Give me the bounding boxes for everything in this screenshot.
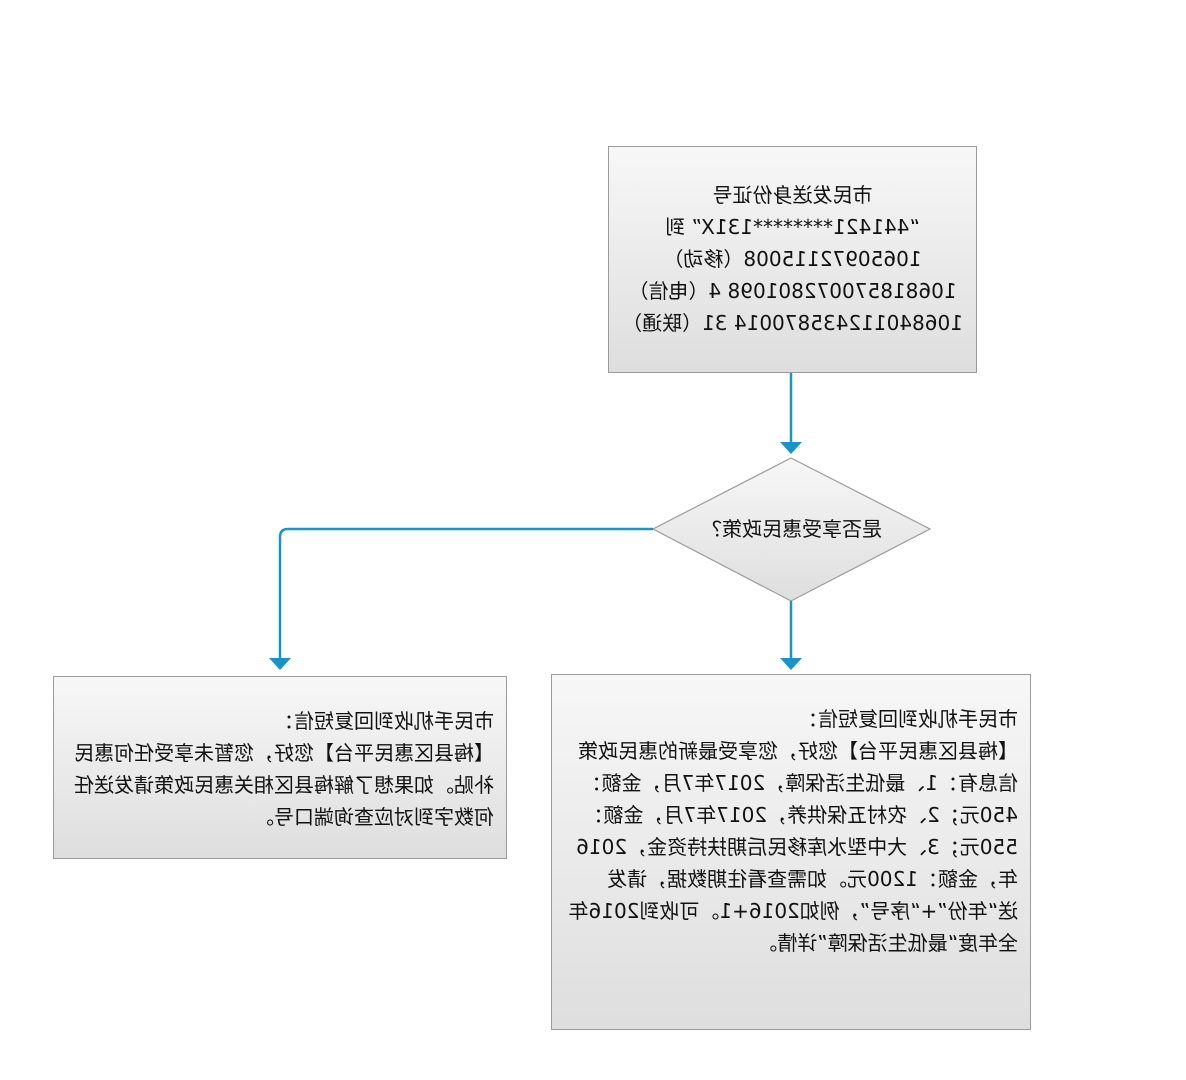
no-reply-intro: 市民手机收到回复短信： — [274, 709, 494, 733]
start-line: 10650972115008（移动） — [663, 247, 922, 271]
start-text-block: 市民发送身份证号 “441421********131X” 到 10650972… — [617, 179, 968, 339]
no-reply-text-block: 市民手机收到回复短信： 【梅县区惠民平台】您好，您暂未享受任何惠民补贴。如果想了… — [66, 705, 494, 833]
yes-reply-intro: 市民手机收到回复短信： — [798, 707, 1018, 731]
start-line: “441421********131X” 到 — [665, 215, 920, 239]
arrowhead-to-yes-reply — [780, 658, 802, 670]
yes-reply-body: 【梅县区惠民平台】您好，您享受最新的惠民政策信息有：1、最低生活保障，2017年… — [568, 739, 1018, 955]
benefit-reply-box: 市民手机收到回复短信： 【梅县区惠民平台】您好，您享受最新的惠民政策信息有：1、… — [551, 674, 1031, 1030]
connector-decision-to-no — [278, 527, 653, 660]
decision-label: 是否享受惠民政策？ — [702, 517, 882, 541]
start-line: 106818570072801098 4（电信） — [628, 279, 957, 303]
start-line: 市民发送身份证号 — [712, 183, 873, 207]
no-benefit-reply-box: 市民手机收到回复短信： 【梅县区惠民平台】您好，您暂未享受任何惠民补贴。如果想了… — [53, 676, 507, 859]
start-line: 106840112435870014 31（联通） — [622, 311, 963, 335]
no-reply-body: 【梅县区惠民平台】您好，您暂未享受任何惠民补贴。如果想了解梅县区相关惠民政策请发… — [74, 741, 494, 829]
arrowhead-to-decision — [780, 442, 802, 454]
yes-reply-text-block: 市民手机收到回复短信： 【梅县区惠民平台】您好，您享受最新的惠民政策信息有：1、… — [564, 703, 1018, 959]
arrowhead-to-no-reply — [269, 658, 291, 670]
start-process-box: 市民发送身份证号 “441421********131X” 到 10650972… — [608, 146, 977, 373]
